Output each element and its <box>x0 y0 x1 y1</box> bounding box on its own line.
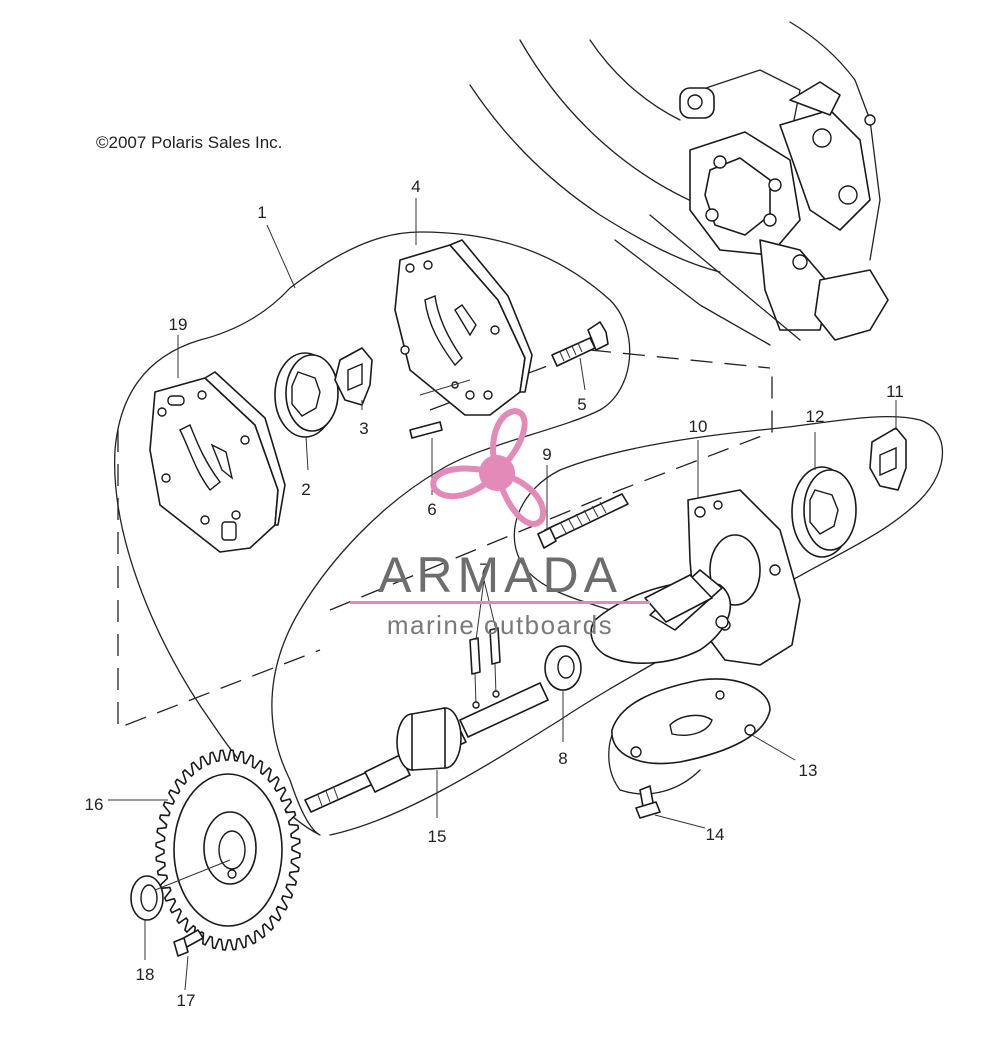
inner-rotor-part-11 <box>869 427 907 491</box>
callout-5: 5 <box>577 395 586 414</box>
dowel-pin-part-6 <box>409 421 443 439</box>
callout-labels: 1 2 3 4 5 6 7 8 9 10 11 12 13 14 15 16 1… <box>85 177 904 1010</box>
washer-part-18 <box>130 875 164 921</box>
callout-10: 10 <box>689 417 708 436</box>
watermark-brand: ARMADA <box>378 547 622 603</box>
alignment-line-center <box>329 365 773 611</box>
drive-gear-part-16 <box>155 749 301 951</box>
washer-part-8 <box>544 645 582 691</box>
callout-1: 1 <box>257 203 266 222</box>
callout-3: 3 <box>359 419 368 438</box>
callout-8: 8 <box>558 749 567 768</box>
watermark-rule <box>350 601 650 604</box>
callout-13: 13 <box>799 761 818 780</box>
pins-part-7 <box>469 627 501 709</box>
pump-cover-part-4 <box>394 239 533 416</box>
pump-housing-part-19 <box>149 371 286 553</box>
callout-19: 19 <box>169 315 188 334</box>
propeller-logo-icon <box>430 407 547 527</box>
callout-7: 7 <box>479 560 488 579</box>
copyright-notice: ©2007 Polaris Sales Inc. <box>96 133 282 152</box>
armada-watermark: ARMADA marine outboards <box>350 407 650 640</box>
pump-shaft-part-15 <box>304 574 713 813</box>
callout-9: 9 <box>542 445 551 464</box>
outer-rotor-part-12 <box>791 466 857 558</box>
callout-17: 17 <box>177 991 196 1010</box>
callout-11: 11 <box>886 382 904 401</box>
callout-14: 14 <box>706 825 725 844</box>
callout-6: 6 <box>427 500 436 519</box>
screw-part-14 <box>635 785 661 819</box>
callout-16: 16 <box>85 795 104 814</box>
callout-18: 18 <box>136 965 155 984</box>
long-bolt-part-9 <box>537 493 629 549</box>
leader-lines <box>108 198 897 991</box>
gasket-plate-part-13 <box>611 678 771 765</box>
callout-15: 15 <box>428 827 447 846</box>
crankcase-housing <box>469 21 889 346</box>
bolt-part-17 <box>173 929 204 957</box>
outer-rotor-part-2 <box>274 352 339 438</box>
watermark-tagline: marine outboards <box>387 610 613 640</box>
callout-12: 12 <box>806 407 825 426</box>
bolt-part-5 <box>551 321 609 367</box>
callout-4: 4 <box>411 177 420 196</box>
assembly-outline-1 <box>114 231 631 836</box>
alignment-line-left <box>117 430 321 729</box>
callout-2: 2 <box>301 480 310 499</box>
inner-rotor-part-3 <box>334 347 373 406</box>
